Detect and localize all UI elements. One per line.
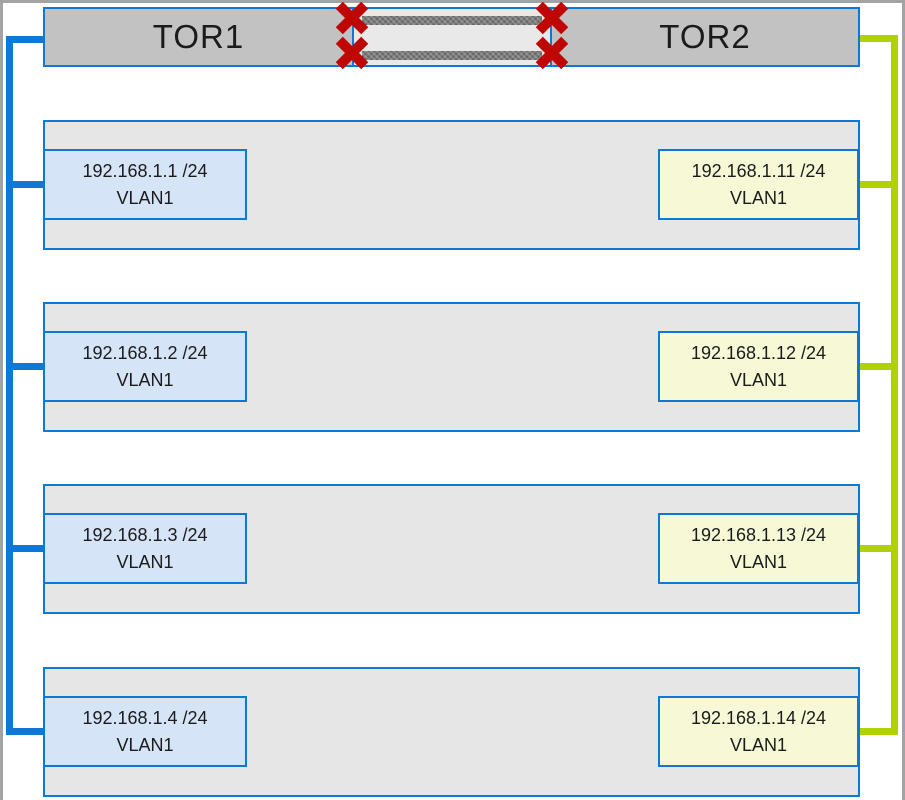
server2-nic-tor2: 192.168.1.12 /24 VLAN1: [658, 331, 859, 402]
server-row-1: 192.168.1.1 /24 VLAN1 192.168.1.11 /24 V…: [43, 120, 860, 250]
nic-ip: 192.168.1.3 /24: [82, 524, 208, 545]
nic-vlan: VLAN1: [729, 734, 788, 755]
server1-left-link: [6, 181, 45, 188]
server3-nic-tor2: 192.168.1.13 /24 VLAN1: [658, 513, 859, 584]
server1-nic-tor2: 192.168.1.11 /24 VLAN1: [658, 149, 859, 220]
nic-vlan: VLAN1: [116, 187, 174, 208]
link-failure-x-icon: [535, 36, 569, 70]
tor1-trunk-elbow: [6, 36, 45, 43]
nic-vlan: VLAN1: [729, 551, 788, 572]
tor2-trunk-line: [891, 35, 898, 735]
nic-ip: 192.168.1.2 /24: [82, 342, 208, 363]
server3-nic-tor1: 192.168.1.3 /24 VLAN1: [43, 513, 247, 584]
server-row-4: 192.168.1.4 /24 VLAN1 192.168.1.14 /24 V…: [43, 667, 860, 797]
nic-vlan: VLAN1: [729, 369, 788, 390]
server3-right-link: [856, 545, 898, 552]
nic-ip: 192.168.1.13 /24: [690, 524, 827, 545]
server3-left-link: [6, 545, 45, 552]
link-failure-x-icon: [335, 36, 369, 70]
server2-nic-tor1: 192.168.1.2 /24 VLAN1: [43, 331, 247, 402]
nic-ip: 192.168.1.1 /24: [82, 160, 208, 181]
tor-switch-bar: TOR1 TOR2: [43, 7, 860, 67]
frame-border-left: [0, 0, 3, 800]
server4-right-link: [856, 728, 898, 735]
server-row-3: 192.168.1.3 /24 VLAN1 192.168.1.13 /24 V…: [43, 484, 860, 614]
server2-left-link: [6, 363, 45, 370]
server4-nic-tor1: 192.168.1.4 /24 VLAN1: [43, 696, 247, 767]
link-failure-x-icon: [335, 1, 369, 35]
server4-nic-tor2: 192.168.1.14 /24 VLAN1: [658, 696, 859, 767]
frame-border-right: [902, 0, 905, 800]
nic-vlan: VLAN1: [116, 551, 174, 572]
server2-right-link: [856, 363, 898, 370]
nic-ip: 192.168.1.11 /24: [691, 160, 826, 181]
server-row-2: 192.168.1.2 /24 VLAN1 192.168.1.12 /24 V…: [43, 302, 860, 432]
nic-ip: 192.168.1.4 /24: [82, 707, 208, 728]
server1-right-link: [856, 181, 898, 188]
nic-ip: 192.168.1.12 /24: [690, 342, 827, 363]
tor1-trunk-line: [6, 36, 13, 735]
link-failure-x-icon: [535, 1, 569, 35]
inter-switch-link-2: [362, 51, 542, 60]
tor1-switch: TOR1: [152, 18, 245, 55]
inter-switch-link-panel: [352, 9, 552, 65]
nic-vlan: VLAN1: [116, 369, 174, 390]
tor2-trunk-elbow: [858, 35, 898, 42]
server1-nic-tor1: 192.168.1.1 /24 VLAN1: [43, 149, 247, 220]
tor2-switch: TOR2: [659, 18, 751, 55]
nic-vlan: VLAN1: [729, 187, 788, 208]
nic-ip: 192.168.1.14 /24: [690, 707, 827, 728]
nic-vlan: VLAN1: [116, 734, 174, 755]
inter-switch-link-1: [362, 16, 542, 25]
frame-border-top: [0, 0, 905, 3]
server4-left-link: [6, 728, 45, 735]
